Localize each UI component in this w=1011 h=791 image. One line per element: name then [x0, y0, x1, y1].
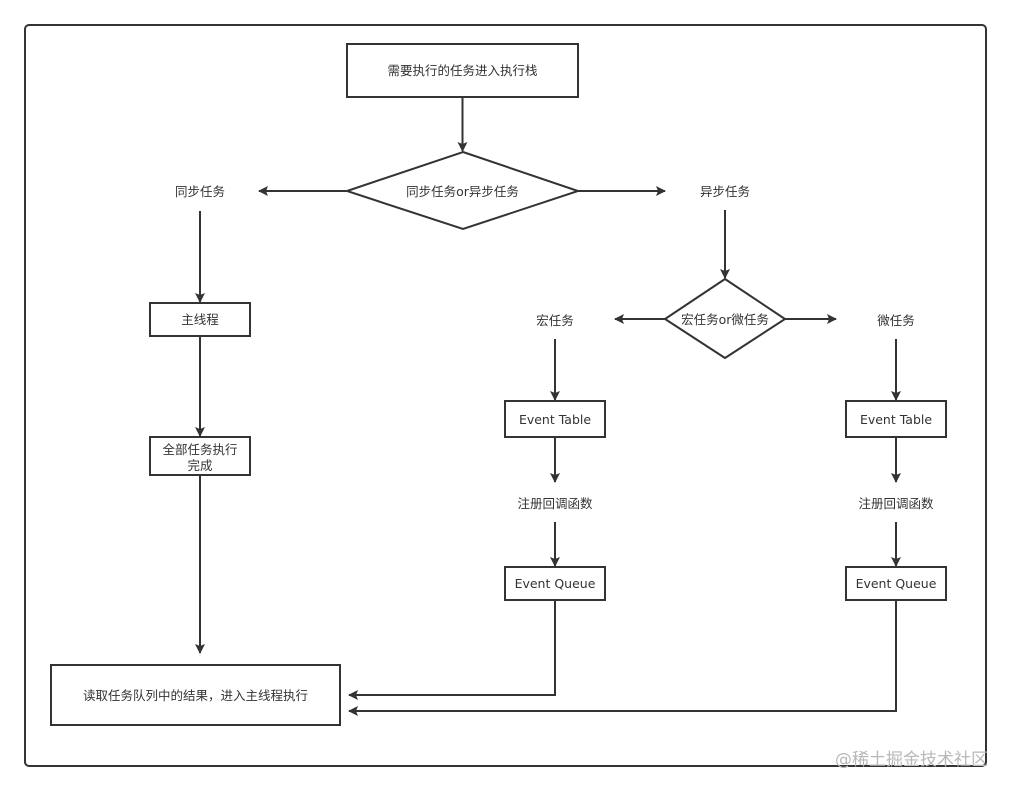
main-thread-label: 主线程 — [181, 312, 219, 327]
edge-micro-queue-to-read-result — [348, 600, 897, 716]
decision-macro-micro-label: 宏任务or微任务 — [681, 312, 769, 327]
read-queue-result-label: 读取任务队列中的结果，进入主线程执行 — [83, 688, 308, 703]
macro-event-table-label: Event Table — [519, 412, 591, 427]
start-node: 需要执行的任务进入执行栈 — [346, 43, 579, 98]
all-tasks-done-label-line1: 全部任务执行 — [162, 442, 237, 457]
watermark: @稀土掘金技术社区 — [835, 750, 988, 770]
macro-event-table-node: Event Table — [504, 400, 606, 438]
micro-task-label: 微任务 — [877, 313, 915, 328]
read-queue-result-node: 读取任务队列中的结果，进入主线程执行 — [50, 664, 341, 726]
start-node-label: 需要执行的任务进入执行栈 — [387, 63, 537, 78]
micro-event-queue-label: Event Queue — [856, 576, 937, 591]
macro-event-queue-node: Event Queue — [504, 566, 606, 601]
sync-task-label: 同步任务 — [175, 184, 225, 199]
macro-task-label: 宏任务 — [536, 313, 574, 328]
micro-event-table-label: Event Table — [860, 412, 932, 427]
macro-event-queue-label: Event Queue — [515, 576, 596, 591]
edge-macro-queue-to-read-result — [348, 600, 556, 700]
main-thread-node: 主线程 — [149, 302, 251, 337]
micro-event-table-node: Event Table — [845, 400, 947, 438]
decision-sync-async-label: 同步任务or异步任务 — [406, 184, 519, 199]
all-tasks-done-label-line2: 完成 — [187, 458, 212, 473]
decision-macro-micro: 宏任务or微任务 — [663, 277, 787, 360]
decision-sync-async: 同步任务or异步任务 — [343, 150, 582, 231]
macro-register-callback-label: 注册回调函数 — [517, 496, 593, 511]
micro-event-queue-node: Event Queue — [845, 566, 947, 601]
outer-frame — [24, 24, 987, 767]
micro-register-callback-label: 注册回调函数 — [858, 496, 934, 511]
all-tasks-done-node: 全部任务执行 完成 — [149, 436, 251, 476]
async-task-label: 异步任务 — [700, 184, 750, 199]
